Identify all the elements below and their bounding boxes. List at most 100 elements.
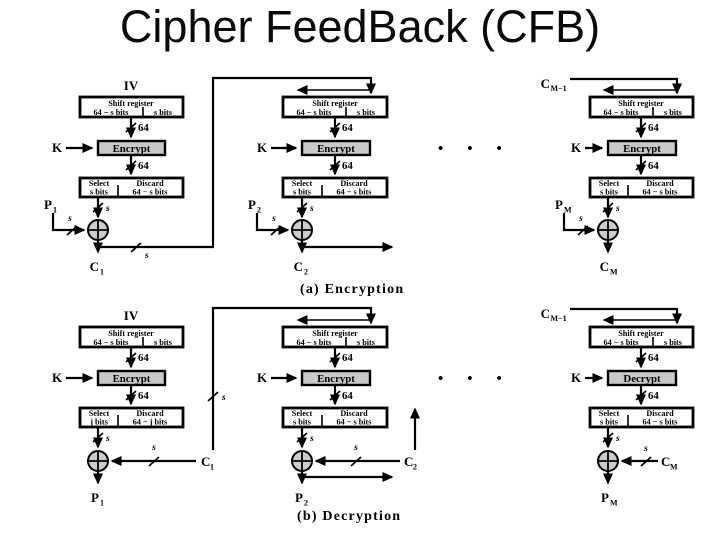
output-subscript: 1 <box>100 499 104 508</box>
discard-bits-label: 64 − s bits <box>337 188 372 197</box>
bus-slashes <box>602 352 652 467</box>
cipher-label: Encrypt <box>623 143 661 155</box>
bus-slashes <box>66 122 142 253</box>
page-title: Cipher FeedBack (CFB) <box>119 1 601 52</box>
bus-slashes <box>92 352 219 467</box>
s-label: s <box>105 204 110 214</box>
s-label: s <box>309 434 314 444</box>
select-discard-box <box>281 406 389 429</box>
discard-label: Discard <box>646 179 674 188</box>
discard-label: Discard <box>646 409 674 418</box>
bus64-label: 64 <box>342 122 353 134</box>
input-label: C <box>661 454 670 469</box>
discard-bits-label: 64 − s bits <box>643 418 678 427</box>
dec-stage-2: Shift register 64 − s bits s bits 64 K E… <box>257 315 420 508</box>
bus64-label: 64 <box>648 352 659 364</box>
s-label: s <box>151 443 156 453</box>
prev-cipher-subscript: M−1 <box>551 314 567 323</box>
bus64-label: 64 <box>342 352 353 364</box>
iv-label: IV <box>124 308 139 323</box>
feedback-line <box>98 76 376 249</box>
input-label: P <box>44 197 52 212</box>
select-label: Select <box>599 179 620 188</box>
dec-stage-1: IV Shift register 64 − s bits s bits 64 … <box>52 306 376 508</box>
box-dividers <box>627 337 654 427</box>
ellipsis-dots: ••• <box>438 141 526 157</box>
select-discard-box <box>588 176 695 199</box>
discard-bits-label: 64 − s bits <box>643 188 678 197</box>
box-dividers <box>117 337 144 427</box>
input-subscript: M <box>564 206 572 215</box>
s-label: s <box>271 214 276 224</box>
select-bits-label: s bits <box>600 418 618 427</box>
output-subscript: M <box>610 268 618 277</box>
key-label: K <box>52 370 63 385</box>
reg-right-label: s bits <box>664 108 682 117</box>
bus64-label: 64 <box>138 390 149 402</box>
reg-left-label: 64 − s bits <box>297 338 332 347</box>
output-subscript: M <box>610 499 618 508</box>
select-discard-box <box>78 176 185 199</box>
bus64-label: 64 <box>342 390 353 402</box>
output-subscript: 2 <box>304 499 308 508</box>
key-label: K <box>571 370 582 385</box>
input-subscript: 1 <box>53 206 57 215</box>
key-label: K <box>257 370 268 385</box>
cipher-label: Encrypt <box>317 373 355 385</box>
xor-cross <box>292 220 312 240</box>
discard-bits-label: 64 − s bits <box>337 418 372 427</box>
bus64-label: 64 <box>138 352 149 364</box>
output-subscript: 2 <box>304 268 308 277</box>
bus-slashes <box>296 352 362 467</box>
select-bits-label: s bits <box>600 188 618 197</box>
select-bits-label: j bits <box>89 418 108 427</box>
bus-slashes <box>577 122 647 236</box>
box-dividers <box>321 337 347 427</box>
output-label: C <box>90 259 99 274</box>
shift-register-label: Shift register <box>108 329 154 338</box>
reg-right-label: s bits <box>357 338 375 347</box>
discard-label: Discard <box>136 179 164 188</box>
xor-cross <box>598 451 618 471</box>
box-dividers <box>627 107 654 197</box>
key-label: K <box>257 140 268 155</box>
output-label: C <box>600 259 609 274</box>
s-label: s <box>309 204 314 214</box>
discard-bits-label: 64 − j bits <box>133 418 167 427</box>
input-feed-line <box>570 77 682 95</box>
xor-cross <box>88 451 108 471</box>
reg-right-label: s bits <box>357 108 375 117</box>
cipher-label: Encrypt <box>113 143 151 155</box>
ellipsis-dots: ••• <box>438 371 526 387</box>
input-feed-line <box>570 307 682 325</box>
output-label: P <box>295 490 303 505</box>
reg-left-label: 64 − s bits <box>297 108 332 117</box>
output-label: C <box>294 259 303 274</box>
s-label: s <box>643 444 648 454</box>
bus64-label: 64 <box>138 122 149 134</box>
prev-cipher-label: C <box>541 76 550 91</box>
input-label: C <box>404 454 413 469</box>
input-subscript: 2 <box>413 463 417 472</box>
cipher-label: Encrypt <box>113 373 151 385</box>
enc-stage-1: IV Shift register 64 − s bits s bits 64 … <box>44 76 376 277</box>
select-bits-label: s bits <box>293 418 311 427</box>
select-label: Select <box>599 409 620 418</box>
output-subscript: 1 <box>100 268 104 277</box>
discard-label: Discard <box>340 179 368 188</box>
reg-left-label: 64 − s bits <box>604 338 639 347</box>
cipher-label: Decrypt <box>623 373 661 385</box>
cipher-label: Encrypt <box>317 143 355 155</box>
shift-register-label: Shift register <box>312 99 358 108</box>
prev-cipher-label: C <box>541 306 550 321</box>
s-label: s <box>221 393 226 403</box>
enc-stage-2: Shift register 64 − s bits s bits 64 K E… <box>248 85 394 277</box>
box-dividers <box>321 107 347 197</box>
bus-slashes <box>270 122 341 236</box>
reg-right-label: s bits <box>154 108 172 117</box>
decryption-caption: (b) Decryption <box>297 509 401 524</box>
select-bits-label: s bits <box>293 188 311 197</box>
input-subscript: 1 <box>210 463 214 472</box>
discard-label: Discard <box>340 409 368 418</box>
